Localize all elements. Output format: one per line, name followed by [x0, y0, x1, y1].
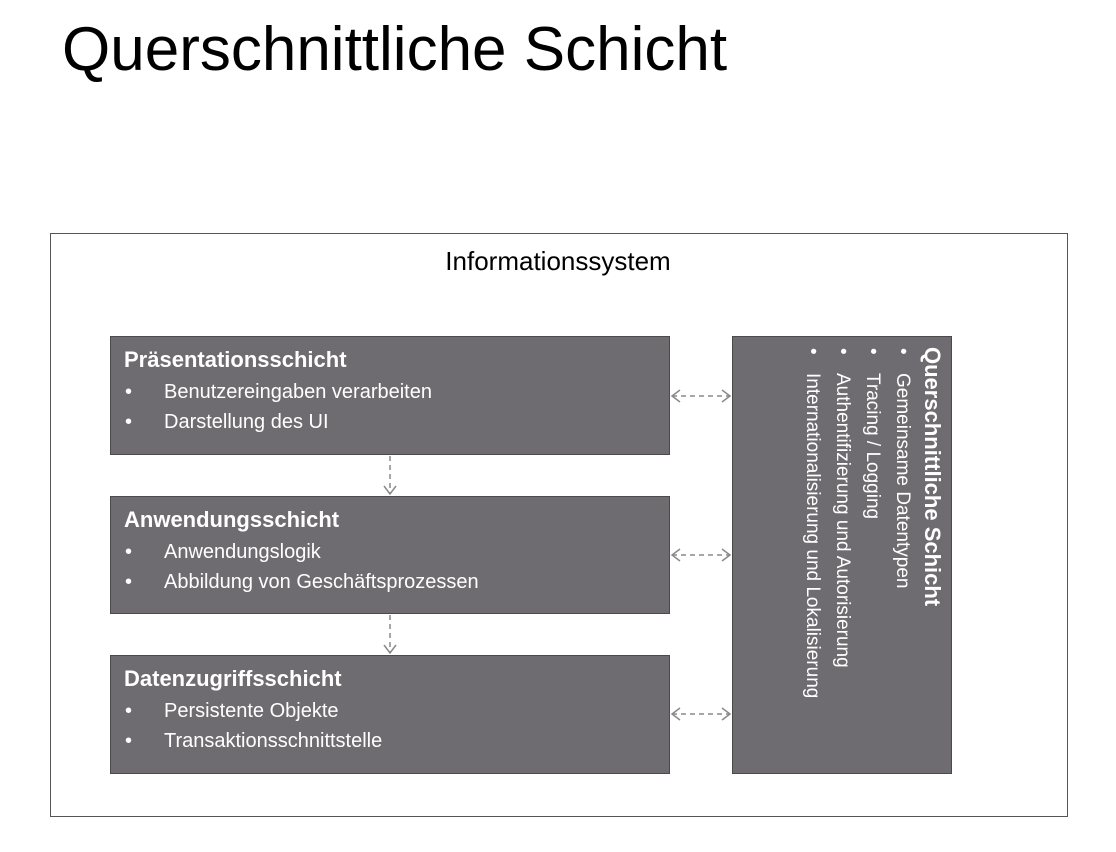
data-access-layer-title: Datenzugriffsschicht: [124, 666, 342, 691]
arrowhead-left-3: [670, 707, 681, 721]
presentation-bullet-2: Darstellung des UI: [124, 407, 656, 437]
data-access-bullet-1: Persistente Objekte: [124, 696, 656, 726]
arrowhead-left-1: [670, 389, 681, 403]
application-bullet-2: Abbildung von Geschäftsprozessen: [124, 567, 656, 597]
data-access-layer-box: Datenzugriffsschicht Persistente Objekte…: [110, 655, 670, 774]
arrowhead-left-2: [670, 548, 681, 562]
presentation-layer-title: Präsentationsschicht: [124, 347, 347, 372]
presentation-bullet-1: Benutzereingaben verarbeiten: [124, 377, 656, 407]
application-bullet-1: Anwendungslogik: [124, 537, 656, 567]
system-frame: [50, 233, 1068, 817]
arrowhead-down-2: [383, 644, 397, 655]
slide-title: Querschnittliche Schicht: [62, 15, 728, 84]
application-layer-title: Anwendungsschicht: [124, 507, 340, 532]
arrowhead-down-1: [383, 485, 397, 496]
arrowhead-right-2: [721, 548, 732, 562]
cross-cutting-layer-box: Querschnittliche Schicht Gemeinsame Date…: [732, 336, 952, 774]
application-layer-box: Anwendungsschicht Anwendungslogik Abbild…: [110, 496, 670, 614]
arrowhead-right-3: [721, 707, 732, 721]
data-access-bullet-2: Transaktionsschnittstelle: [124, 726, 656, 756]
arrowhead-right-1: [721, 389, 732, 403]
system-label: Informationssystem: [445, 246, 671, 276]
presentation-layer-box: Präsentationsschicht Benutzereingaben ve…: [110, 336, 670, 455]
